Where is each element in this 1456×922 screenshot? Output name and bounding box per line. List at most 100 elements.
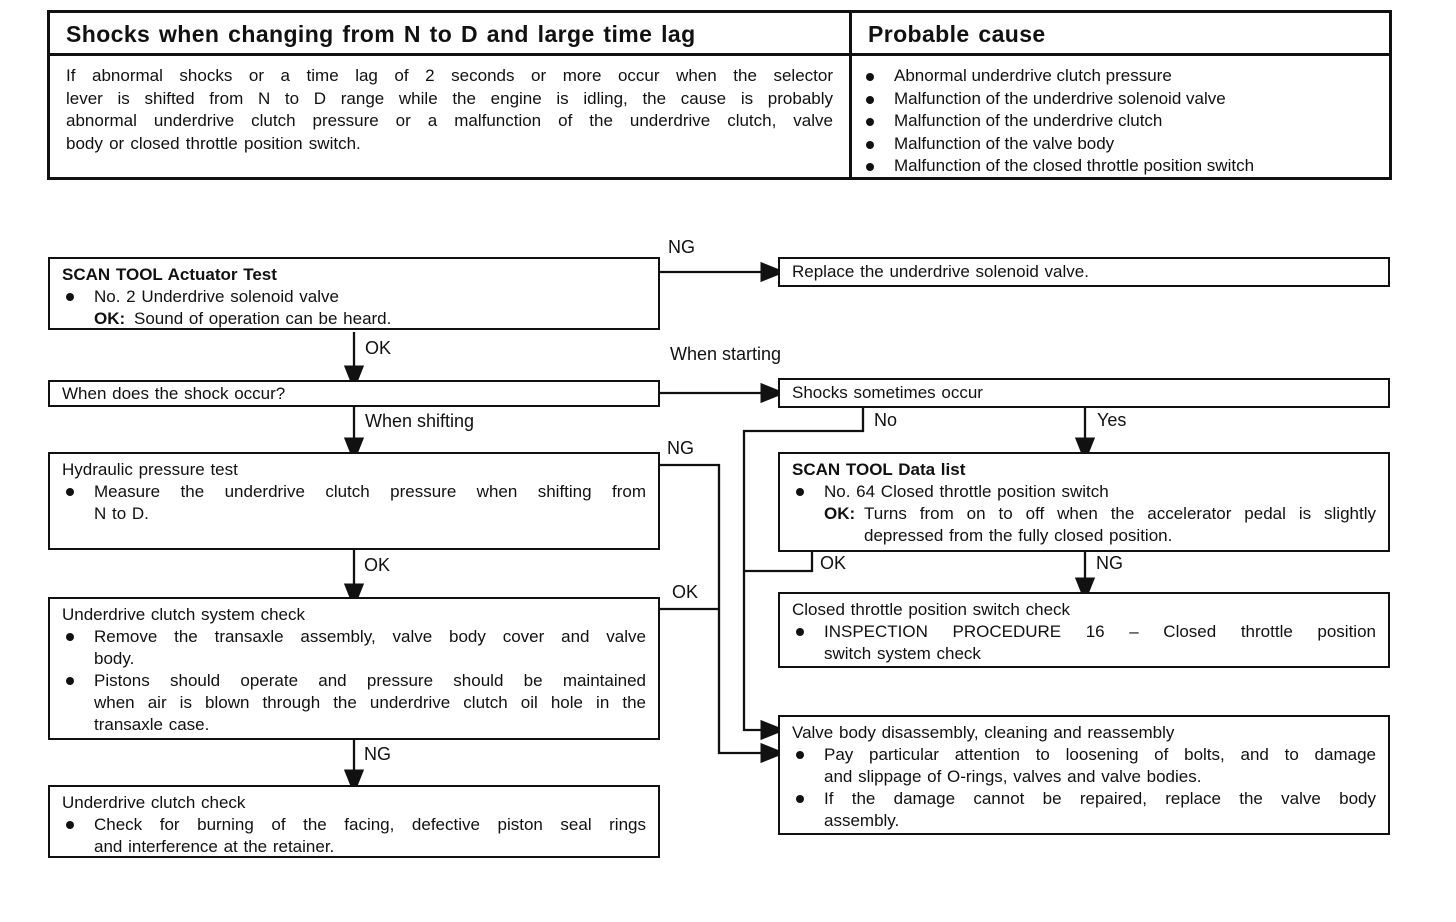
box-text: Replace the underdrive solenoid valve. bbox=[792, 262, 1089, 281]
bullet-line: Remove the transaxle assembly, valve bod… bbox=[94, 627, 646, 646]
description-line: If abnormal shocks or a time lag of 2 se… bbox=[66, 66, 833, 85]
label-yes-shocks: Yes bbox=[1095, 410, 1129, 430]
bullet-icon bbox=[796, 628, 804, 636]
label-ng-data-list: NG bbox=[1094, 553, 1125, 573]
bullet-line: If the damage cannot be repaired, replac… bbox=[824, 789, 1376, 808]
bullet-icon bbox=[796, 795, 804, 803]
table-body-row: If abnormal shocks or a time lag of 2 se… bbox=[50, 56, 1389, 177]
box-scan-tool-data-list: SCAN TOOL Data list No. 64 Closed thrott… bbox=[778, 452, 1390, 552]
bullet-icon bbox=[866, 118, 874, 126]
box-text: When does the shock occur? bbox=[62, 383, 286, 403]
bullet-line: transaxle case. bbox=[94, 715, 210, 734]
cause-text: Malfunction of the underdrive solenoid v… bbox=[894, 88, 1226, 108]
cause-text: Malfunction of the closed throttle posit… bbox=[894, 156, 1255, 175]
box-title: Hydraulic pressure test bbox=[62, 460, 238, 479]
cause-item: Malfunction of the valve body bbox=[864, 133, 1377, 156]
box-bullet: INSPECTION PROCEDURE 16 – Closed throttl… bbox=[780, 621, 1388, 665]
description-line: body or closed throttle position switch. bbox=[66, 133, 361, 153]
cause-item: Malfunction of the closed throttle posit… bbox=[864, 155, 1377, 178]
label-ok-actuator: OK bbox=[363, 338, 394, 358]
cause-text: Malfunction of the valve body bbox=[894, 133, 1115, 153]
table-header-row: Shocks when changing from N to D and lar… bbox=[50, 13, 1389, 56]
box-bullet: Pay particular attention to loosening of… bbox=[780, 744, 1388, 788]
label-ng-system-check: NG bbox=[362, 744, 393, 764]
box-underdrive-clutch-check: Underdrive clutch check Check for burnin… bbox=[48, 785, 660, 858]
cause-item: Malfunction of the underdrive solenoid v… bbox=[864, 88, 1377, 111]
cause-item: Abnormal underdrive clutch pressure bbox=[864, 65, 1377, 88]
cause-text: Malfunction of the underdrive clutch bbox=[894, 111, 1163, 130]
bullet-icon bbox=[66, 677, 74, 685]
box-bullet: Check for burning of the facing, defecti… bbox=[50, 814, 658, 858]
box-bullet: No. 64 Closed throttle position switch bbox=[780, 481, 1388, 503]
bullet-line: Check for burning of the facing, defecti… bbox=[94, 815, 646, 834]
bullet-icon bbox=[796, 488, 804, 496]
box-scan-tool-actuator-test: SCAN TOOL Actuator Test No. 2 Underdrive… bbox=[48, 257, 660, 330]
ok-condition: OK: Turns from on to off when the accele… bbox=[780, 503, 1388, 547]
bullet-icon bbox=[66, 293, 74, 301]
bullet-line: and slippage of O-rings, valves and valv… bbox=[824, 767, 1202, 786]
box-bullet: Measure the underdrive clutch pressure w… bbox=[50, 481, 658, 525]
bullet-icon bbox=[866, 73, 874, 81]
bullet-icon bbox=[66, 633, 74, 641]
box-bullet: Pistons should operate and pressure shou… bbox=[50, 670, 658, 736]
box-shock-question: When does the shock occur? bbox=[48, 380, 660, 407]
box-hydraulic-pressure-test: Hydraulic pressure test Measure the unde… bbox=[48, 452, 660, 550]
label-ok-system-check: OK bbox=[670, 582, 701, 602]
ok-condition: OK: Sound of operation can be heard. bbox=[50, 308, 658, 330]
ok-line: depressed from the fully closed position… bbox=[864, 526, 1173, 545]
bullet-line: Pay particular attention to loosening of… bbox=[824, 745, 1376, 764]
box-title: SCAN TOOL Data list bbox=[792, 460, 966, 479]
cause-item: Malfunction of the underdrive clutch bbox=[864, 110, 1377, 133]
box-text: Shocks sometimes occur bbox=[792, 383, 983, 402]
bullet-line: when air is blown through the underdrive… bbox=[94, 693, 646, 712]
bullet-line: INSPECTION PROCEDURE 16 – Closed throttl… bbox=[824, 622, 1376, 641]
bullet-icon bbox=[66, 821, 74, 829]
label-ng-hydraulic: NG bbox=[665, 438, 696, 458]
box-shocks-sometimes-occur: Shocks sometimes occur bbox=[778, 378, 1390, 408]
bullet-icon bbox=[866, 140, 874, 149]
bullet-line: Measure the underdrive clutch pressure w… bbox=[94, 482, 646, 501]
bullet-icon bbox=[866, 163, 874, 171]
ok-line: Turns from on to off when the accelerato… bbox=[864, 504, 1376, 523]
bullet-line: and interference at the retainer. bbox=[94, 837, 335, 856]
ok-text: Sound of operation can be heard. bbox=[134, 309, 392, 328]
symptom-cause-table: Shocks when changing from N to D and lar… bbox=[47, 10, 1392, 180]
label-when-starting: When starting bbox=[668, 344, 784, 364]
box-bullet: If the damage cannot be repaired, replac… bbox=[780, 788, 1388, 832]
description-line: lever is shifted from N to D range while… bbox=[66, 88, 833, 108]
bullet-icon bbox=[66, 488, 74, 496]
bullet-line: Pistons should operate and pressure shou… bbox=[94, 671, 646, 690]
label-ng-actuator: NG bbox=[666, 237, 697, 257]
box-title: Valve body disassembly, cleaning and rea… bbox=[792, 723, 1175, 742]
label-ok-hydraulic: OK bbox=[362, 555, 393, 575]
bullet-line: body. bbox=[94, 649, 135, 668]
probable-cause-header: Probable cause bbox=[868, 21, 1046, 47]
label-no-shocks: No bbox=[872, 410, 900, 430]
bullet-line: switch system check bbox=[824, 644, 981, 663]
cause-text: Abnormal underdrive clutch pressure bbox=[894, 66, 1172, 85]
box-title: SCAN TOOL Actuator Test bbox=[62, 265, 277, 284]
ok-prefix: OK: bbox=[824, 504, 856, 523]
box-valve-body-disassembly: Valve body disassembly, cleaning and rea… bbox=[778, 715, 1390, 835]
bullet-line: assembly. bbox=[824, 811, 900, 830]
symptom-description: If abnormal shocks or a time lag of 2 se… bbox=[50, 56, 852, 177]
box-bullet: Remove the transaxle assembly, valve bod… bbox=[50, 626, 658, 670]
box-bullet: No. 2 Underdrive solenoid valve bbox=[50, 286, 658, 308]
bullet-line: N to D. bbox=[94, 504, 149, 523]
label-when-shifting: When shifting bbox=[363, 411, 477, 431]
bullet-text: No. 2 Underdrive solenoid valve bbox=[94, 287, 339, 306]
symptom-header: Shocks when changing from N to D and lar… bbox=[50, 13, 852, 53]
bullet-text: No. 64 Closed throttle position switch bbox=[824, 482, 1109, 501]
bullet-icon bbox=[866, 95, 874, 104]
probable-cause-list: Abnormal underdrive clutch pressure Malf… bbox=[852, 56, 1389, 177]
description-line: abnormal underdrive clutch pressure or a… bbox=[66, 111, 833, 130]
box-title: Underdrive clutch system check bbox=[62, 605, 305, 624]
label-ok-data-list: OK bbox=[818, 553, 849, 573]
box-closed-throttle-switch-check: Closed throttle position switch check IN… bbox=[778, 592, 1390, 668]
box-title: Underdrive clutch check bbox=[62, 793, 246, 812]
box-title: Closed throttle position switch check bbox=[792, 600, 1071, 619]
box-replace-solenoid-valve: Replace the underdrive solenoid valve. bbox=[778, 257, 1390, 287]
bullet-icon bbox=[796, 751, 804, 759]
ok-prefix: OK: bbox=[94, 309, 126, 328]
